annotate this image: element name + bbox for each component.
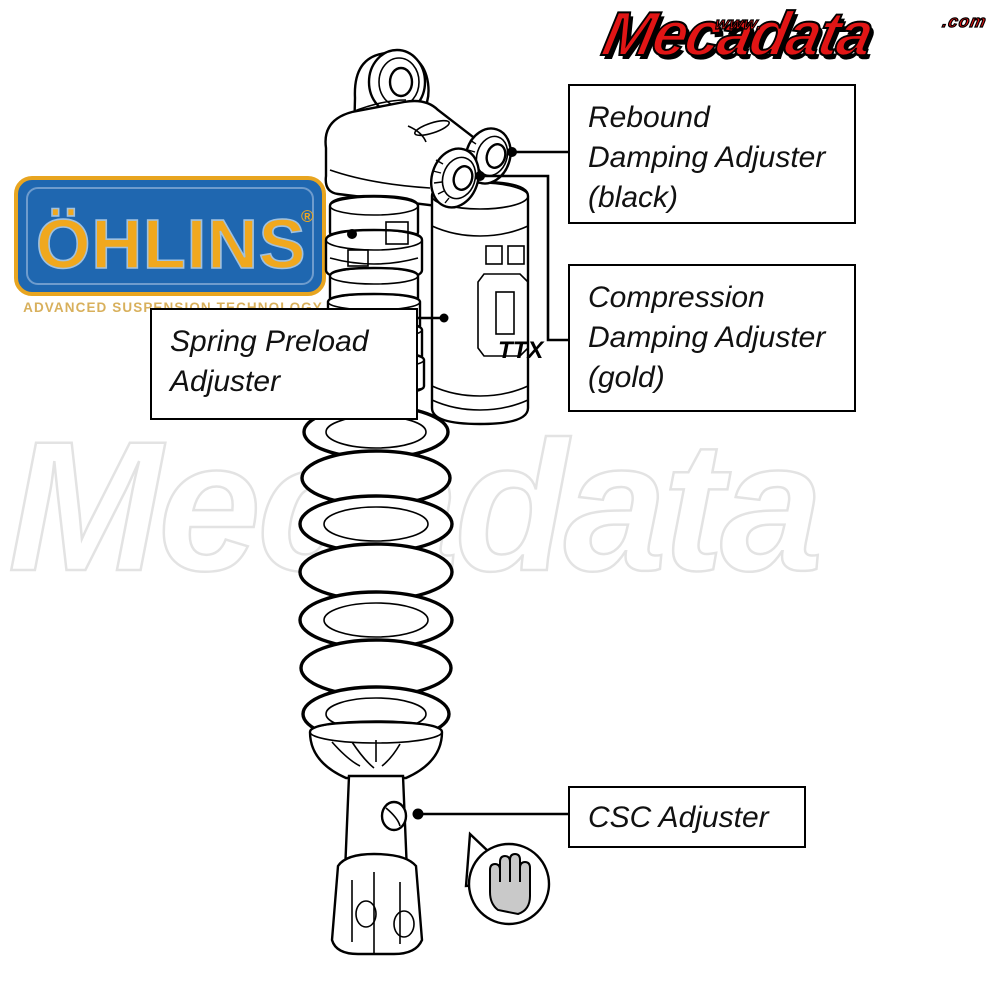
ohlins-wordmark: ÖHLINS ® xyxy=(18,180,330,300)
ohlins-wordmark-text: ÖHLINS xyxy=(36,205,306,283)
ohlins-logo-inner-border xyxy=(26,187,314,285)
hand-palm-icon xyxy=(489,852,531,916)
callout-line: (gold) xyxy=(588,360,665,394)
preload-leader-dot xyxy=(439,313,449,323)
coil-spring xyxy=(298,404,454,743)
piggyback-reservoir: TTX xyxy=(430,180,545,426)
mecadata-brand-logo: Mecadata Mecadata www. .com xyxy=(575,2,995,74)
callout-csc-adjuster: CSC Adjuster xyxy=(568,786,806,848)
ohlins-logo: ÖHLINS ® xyxy=(14,176,326,296)
callout-line: Adjuster xyxy=(170,364,281,398)
callout-line: Damping Adjuster xyxy=(588,320,826,354)
callout-compression-damping-adjuster: Compression Damping Adjuster (gold) xyxy=(568,264,856,412)
callout-rebound-damping-adjuster: Rebound Damping Adjuster (black) xyxy=(568,84,856,224)
callout-line: Spring Preload xyxy=(170,325,369,358)
registered-trademark-icon: ® xyxy=(301,207,314,226)
bottom-clevis-mount xyxy=(330,852,424,956)
brand-name-text: Mecadata xyxy=(597,2,879,69)
compression-leader-line xyxy=(480,174,568,342)
brand-name-shadow: Mecadata xyxy=(600,4,882,73)
callout-line: Rebound xyxy=(588,101,710,134)
lower-spring-seat xyxy=(308,720,444,780)
compression-damping-adjuster-knob xyxy=(430,147,480,209)
callout-spring-preload-adjuster: Spring Preload Adjuster xyxy=(150,308,418,420)
leader-lines xyxy=(412,147,568,820)
callout-line: Compression xyxy=(588,281,765,314)
callout-line: Damping Adjuster xyxy=(588,140,826,174)
brand-prefix-text: www. xyxy=(713,13,765,33)
hand-cursor xyxy=(464,831,551,926)
callout-line: (black) xyxy=(588,180,679,214)
callout-line: CSC Adjuster xyxy=(588,801,769,834)
brand-suffix-text: .com xyxy=(941,11,989,31)
ttx-model-marking: TTX xyxy=(498,337,545,364)
